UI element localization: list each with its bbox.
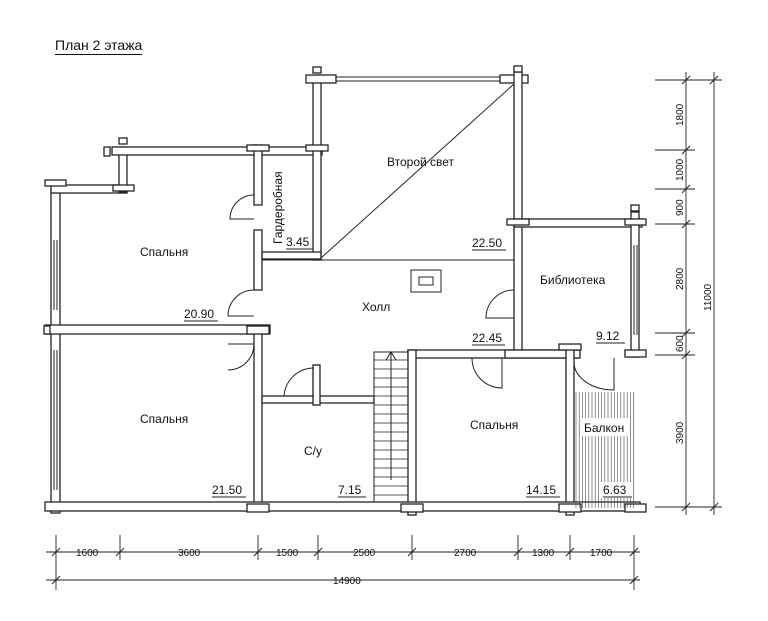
dim-right: 900 (675, 199, 686, 216)
windows (53, 76, 638, 490)
room-name: Балкон (584, 421, 624, 435)
room-area: 20.90 (184, 307, 214, 321)
stair-steps (374, 359, 408, 496)
second-light-diagonal (320, 83, 515, 259)
chimney-symbol (410, 269, 442, 293)
dim-right: 1800 (675, 103, 686, 126)
room-area: 21.50 (212, 483, 242, 497)
dim-bottom: 3600 (178, 548, 201, 559)
room-area: 22.45 (472, 331, 502, 345)
dimension-bottom: 1600 3600 1500 2500 2700 1300 1700 14900 (46, 535, 640, 590)
room-area: 14.15 (526, 483, 556, 497)
dim-right: 600 (675, 335, 686, 352)
dim-right: 3900 (675, 421, 686, 444)
room-name: Библиотека (540, 273, 606, 287)
dim-right-total: 11000 (703, 283, 714, 311)
plan-title: План 2 этажа (55, 37, 143, 55)
dim-bottom-total: 14900 (333, 576, 361, 587)
room-name: Холл (362, 300, 390, 314)
dim-right: 1000 (675, 158, 686, 181)
staircase (373, 351, 409, 503)
room-area: 9.12 (596, 329, 620, 343)
doors (227, 194, 615, 397)
log-ends (43, 65, 647, 513)
dimension-right: 1800 1000 900 2800 600 3900 11000 (655, 72, 722, 515)
room-name: Спальня (140, 245, 188, 259)
dim-bottom: 2700 (454, 548, 477, 559)
dim-bottom: 1300 (532, 548, 555, 559)
room-area: 7.15 (338, 483, 362, 497)
room-name: Гардеробная (271, 171, 285, 244)
room-name: С/у (304, 444, 322, 458)
dim-right: 2800 (675, 267, 686, 290)
room-name: Спальня (470, 418, 518, 432)
room-name: Второй свет (387, 155, 455, 169)
walls (44, 71, 643, 516)
room-labels: Спальня 20.90 Второй свет 22.50 Гардероб… (140, 155, 632, 498)
room-area: 22.50 (472, 236, 502, 250)
room-name: Спальня (140, 412, 188, 426)
dim-bottom: 1500 (276, 548, 299, 559)
dim-bottom: 2500 (353, 548, 376, 559)
dim-bottom: 1600 (76, 548, 99, 559)
room-area: 6.63 (603, 483, 627, 497)
room-area: 3.45 (286, 235, 310, 249)
dim-bottom: 1700 (590, 548, 613, 559)
